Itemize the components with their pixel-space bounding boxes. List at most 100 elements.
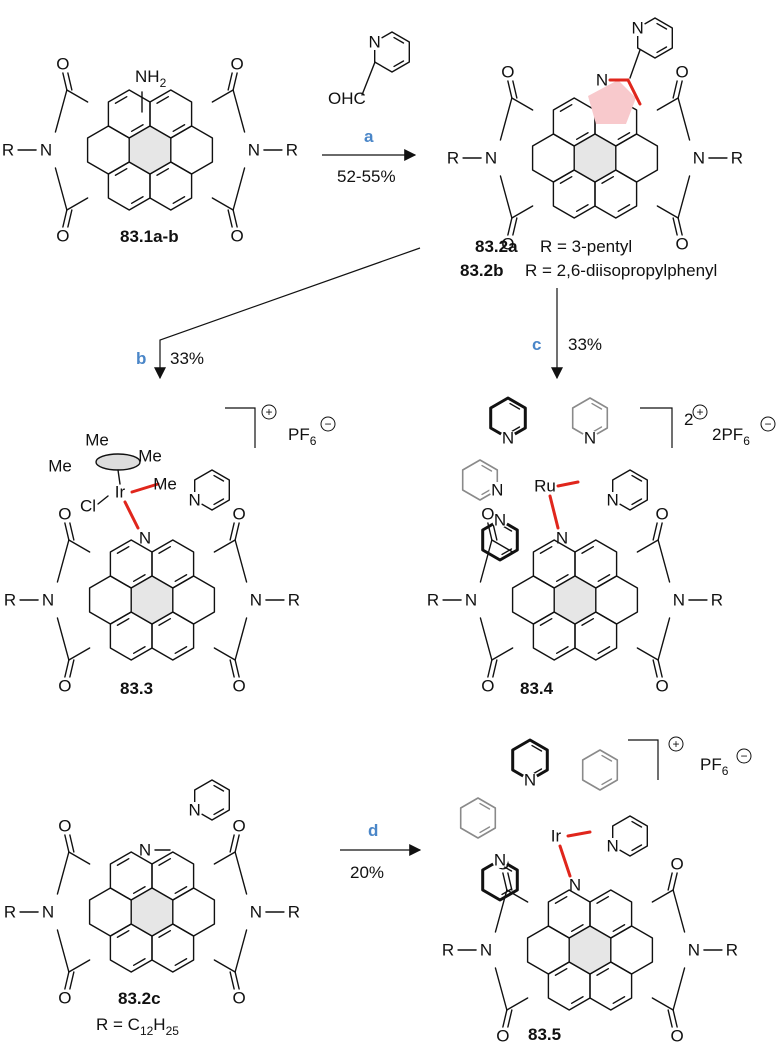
oxygen-atom: O — [676, 63, 689, 82]
bond — [511, 205, 534, 219]
carbonyl — [64, 834, 70, 853]
oxygen-atom: O — [233, 677, 246, 696]
compound-83-2a-label: 83.2a — [475, 237, 518, 256]
n-mask — [604, 492, 621, 508]
charge-circle — [668, 736, 684, 752]
core-ring — [130, 575, 174, 625]
bond — [506, 997, 529, 1011]
carbonyl — [227, 209, 233, 228]
oxygen-atom: O — [481, 677, 494, 696]
ir-n-bond — [130, 482, 160, 494]
step-b-letter: b — [136, 349, 146, 368]
oxygen-atom: O — [56, 227, 69, 246]
carbonyl — [507, 217, 513, 236]
double-bond — [601, 175, 615, 184]
pyridine-ring — [637, 17, 673, 59]
nitrogen-atom: N — [693, 149, 705, 168]
double-bond — [601, 778, 613, 786]
double-bond — [570, 924, 584, 933]
nitrogen-atom: N — [42, 591, 54, 610]
bond — [657, 539, 671, 583]
compound-83-1-label: 83.1a-b — [120, 227, 179, 246]
double-bond — [597, 646, 611, 655]
core-ring — [531, 133, 575, 183]
double-bond — [559, 103, 573, 112]
double-bond — [617, 204, 631, 213]
oxygen-atom: O — [58, 505, 71, 524]
double-bond — [555, 574, 569, 583]
core-ring — [88, 575, 132, 625]
double-bond — [631, 474, 643, 482]
compound-83-2b-r: R = 2,6-diisopropylphenyl — [525, 261, 717, 280]
carbonyl — [227, 72, 233, 91]
core-ring — [595, 575, 639, 625]
bond — [56, 617, 70, 661]
bond — [234, 617, 248, 661]
carbonyl — [512, 80, 518, 99]
core-ring — [172, 575, 216, 625]
double-bond — [213, 474, 225, 482]
step-d-yield: 20% — [350, 863, 384, 882]
oxygen-atom: O — [58, 817, 71, 836]
oxygen-atom: O — [233, 505, 246, 524]
core-ring — [610, 925, 654, 975]
nitrogen-atom: N — [494, 851, 506, 870]
double-bond — [114, 167, 128, 176]
n-mask — [492, 512, 508, 528]
double-bond — [597, 574, 611, 583]
bond — [56, 539, 70, 583]
bond — [66, 89, 89, 103]
oxygen-atom: O — [496, 1027, 509, 1046]
carbonyl — [502, 872, 508, 891]
nitrogen-atom: N — [250, 591, 262, 610]
n-mask — [366, 34, 383, 50]
carbonyl — [69, 659, 75, 678]
double-bond — [174, 958, 188, 967]
iridium-atom: Ir — [551, 827, 562, 846]
double-bond — [601, 754, 613, 762]
carbonyl — [67, 209, 73, 228]
nitrogen-atom: N — [584, 429, 596, 448]
core-ring — [568, 925, 612, 975]
charge-bracket — [225, 407, 256, 448]
carbonyl — [69, 834, 75, 853]
double-bond — [539, 617, 553, 626]
double-bond — [559, 175, 573, 184]
nitrogen-atom: N — [494, 511, 506, 530]
n-mask — [582, 430, 598, 446]
bond — [677, 175, 691, 219]
carbonyl — [62, 72, 68, 91]
double-bond — [114, 95, 128, 104]
carbonyl — [652, 659, 658, 678]
bipyridine-ring — [571, 397, 609, 439]
carbonyl — [229, 659, 235, 678]
charge-bracket — [628, 739, 659, 780]
oxygen-atom: O — [56, 55, 69, 74]
ru-n-bond — [556, 480, 580, 488]
double-bond — [393, 36, 405, 44]
core-ring — [172, 887, 216, 937]
carbonyl — [229, 971, 235, 990]
double-bond — [656, 46, 668, 54]
ir-n-bond — [558, 844, 572, 878]
double-bond — [531, 744, 543, 752]
core-ring — [615, 133, 659, 183]
carbonyl — [229, 522, 235, 541]
arrow-step-b — [154, 247, 421, 380]
compound-83-2a-r: R = 3-pentyl — [540, 237, 632, 256]
carbonyl — [229, 834, 235, 853]
double-bond — [539, 545, 553, 554]
carbonyl — [677, 80, 683, 99]
charge-sign: + — [696, 405, 703, 419]
nitrogen-atom: N — [480, 941, 492, 960]
r-group: R — [711, 591, 723, 610]
double-bond — [501, 548, 513, 556]
compound-83-2c-r: R = C12H25 — [96, 1015, 179, 1038]
bond — [656, 97, 679, 111]
carbonyl — [502, 1009, 508, 1028]
phenylpyridine-ring — [511, 738, 549, 782]
core-ring — [86, 125, 130, 175]
